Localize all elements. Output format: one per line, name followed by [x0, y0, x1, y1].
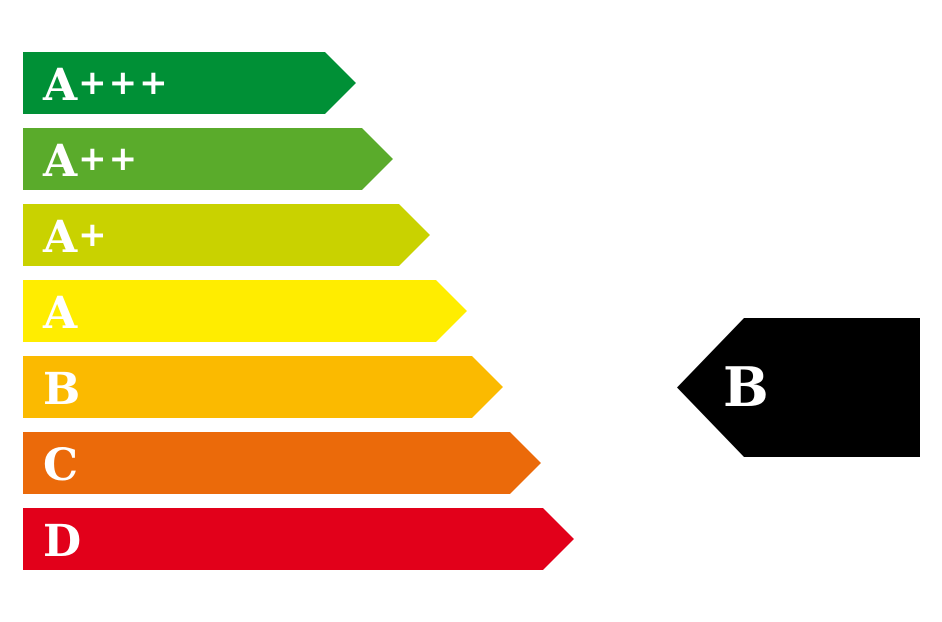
class-plus-suffix: ++ [78, 139, 140, 179]
energy-class-label: A+ [43, 204, 109, 266]
energy-class-label: A++ [43, 128, 139, 190]
energy-class-bar-a: A [23, 280, 467, 342]
energy-class-bar-b: B [23, 356, 503, 418]
class-letter: A [43, 136, 79, 187]
energy-class-label: C [43, 432, 79, 494]
energy-class-bar-a-plus-plus: A++ [23, 128, 393, 190]
energy-class-bar-a-plus-plus-plus: A+++ [23, 52, 356, 114]
class-letter: A [43, 212, 79, 263]
energy-class-bar-a-plus: A+ [23, 204, 430, 266]
energy-class-label: D [43, 508, 82, 570]
class-letter: C [43, 440, 80, 491]
rating-indicator-label: B [723, 355, 769, 419]
rating-indicator-arrow: B [677, 318, 920, 457]
class-letter: A [43, 60, 79, 111]
class-letter: D [43, 516, 83, 567]
energy-class-bar-d: D [23, 508, 574, 570]
energy-class-label: B [43, 356, 81, 418]
class-letter: B [43, 364, 82, 415]
class-plus-suffix: +++ [78, 63, 170, 103]
class-letter: A [43, 288, 79, 339]
class-plus-suffix: + [78, 215, 109, 255]
energy-class-label: A+++ [43, 52, 170, 114]
energy-class-bar-c: C [23, 432, 541, 494]
energy-class-label: A [43, 280, 78, 342]
